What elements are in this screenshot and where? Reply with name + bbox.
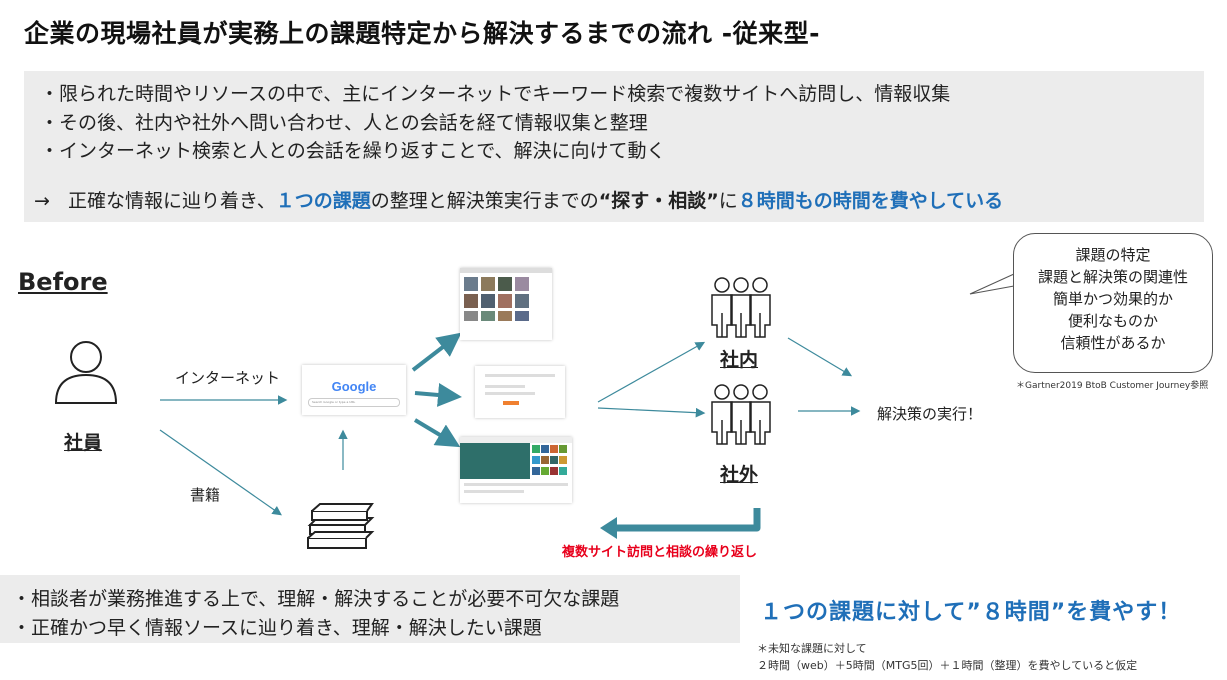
bubble-line-2: 課題と解決策の関連性 — [1037, 268, 1188, 286]
books-icon — [307, 503, 375, 549]
page-title: 企業の現場社員が実務上の課題特定から解決するまでの流れ -従来型- — [24, 19, 820, 48]
bubble-tail — [969, 273, 1015, 295]
internal-label: 社内 — [720, 349, 759, 371]
arrow-to-internal — [597, 341, 706, 403]
arrow-to-external — [597, 407, 706, 418]
arrow-google-to-site3 — [413, 418, 461, 448]
external-people-icon — [711, 384, 771, 445]
site-thumbnail-news — [460, 268, 552, 340]
arrow-google-to-site2 — [414, 383, 462, 407]
site-thumbnail-portal — [460, 437, 572, 503]
loop-label: 複数サイト訪問と相談の繰り返し — [562, 545, 758, 560]
action-label: 解決策の実行！ — [877, 405, 983, 423]
internal-people-icon — [711, 277, 771, 338]
arrow-google-to-site1 — [411, 332, 462, 372]
headline-eight-hours: １つの課題に対して”８時間”を費やす！ — [760, 600, 1182, 625]
external-label: 社外 — [720, 464, 759, 486]
bullet-1: ・限られた時間やリソースの中で、主にインターネットでキーワード検索で複数サイトへ… — [40, 83, 951, 105]
bubble-source: ＊Gartner2019 BtoB Customer Journey参照 — [1016, 381, 1209, 391]
bubble-line-4: 便利なものか — [1067, 312, 1158, 330]
summary-arrow: → — [34, 190, 50, 212]
books-label: 書籍 — [190, 486, 221, 504]
bubble-line-1: 課題の特定 — [1075, 246, 1151, 264]
employee-icon — [54, 341, 118, 404]
criteria-bubble: 課題の特定 課題と解決策の関連性 簡単かつ効果的か 便利なものか 信頼性があるか — [1013, 233, 1213, 373]
note-line-2: ２時間（web）＋5時間（MTG5回）＋１時間（整理）を費やしていると仮定 — [757, 659, 1138, 672]
google-logo: Google — [331, 379, 377, 394]
internet-label: インターネット — [175, 369, 281, 387]
summary-part2: の整理と解決策実行までの — [370, 190, 599, 212]
summary-highlight-one-issue: １つの課題 — [275, 190, 371, 212]
bubble-line-3: 簡単かつ効果的か — [1052, 290, 1173, 308]
site-thumbnail-form — [475, 366, 565, 418]
before-label: Before — [18, 268, 108, 296]
summary-highlight-hours: ８時間もの時間を費やしている — [737, 190, 1004, 212]
summary-box: ・限られた時間やリソースの中で、主にインターネットでキーワード検索で複数サイトへ… — [24, 71, 1204, 222]
issue-definition-box: ・相談者が業務推進する上で、理解・解決することが必要不可欠な課題 ・正確かつ早く… — [0, 575, 740, 643]
flow-diagram — [54, 277, 861, 549]
arrow-to-books — [159, 429, 282, 516]
note-line-1: ＊未知な課題に対して — [757, 642, 867, 655]
google-search-thumbnail: Google Search Google or type a URL — [302, 365, 406, 415]
summary-part1: 正確な情報に辿り着き、 — [68, 190, 276, 212]
summary-line: → 正確な情報に辿り着き、１つの課題の整理と解決策実行までの“探す・相談”に８時… — [34, 186, 1003, 213]
bullet-2: ・その後、社内や社外へ問い合わせ、人との会話を経て情報収集と整理 — [40, 112, 648, 134]
bottom-bullet-2: ・正確かつ早く情報ソースに辿り着き、理解・解決したい課題 — [12, 617, 542, 639]
loop-arrow — [615, 508, 761, 532]
summary-search-consult: “探す・相談” — [598, 190, 719, 212]
arrow-internal-to-action — [787, 337, 853, 377]
summary-part3: に — [718, 190, 738, 212]
bubble-line-5: 信頼性があるか — [1060, 334, 1166, 352]
google-search-input: Search Google or type a URL — [308, 398, 400, 407]
bullet-3: ・インターネット検索と人との会話を繰り返すことで、解決に向けて動く — [40, 140, 666, 162]
employee-label: 社員 — [64, 432, 103, 454]
bottom-bullet-1: ・相談者が業務推進する上で、理解・解決することが必要不可欠な課題 — [12, 588, 620, 610]
